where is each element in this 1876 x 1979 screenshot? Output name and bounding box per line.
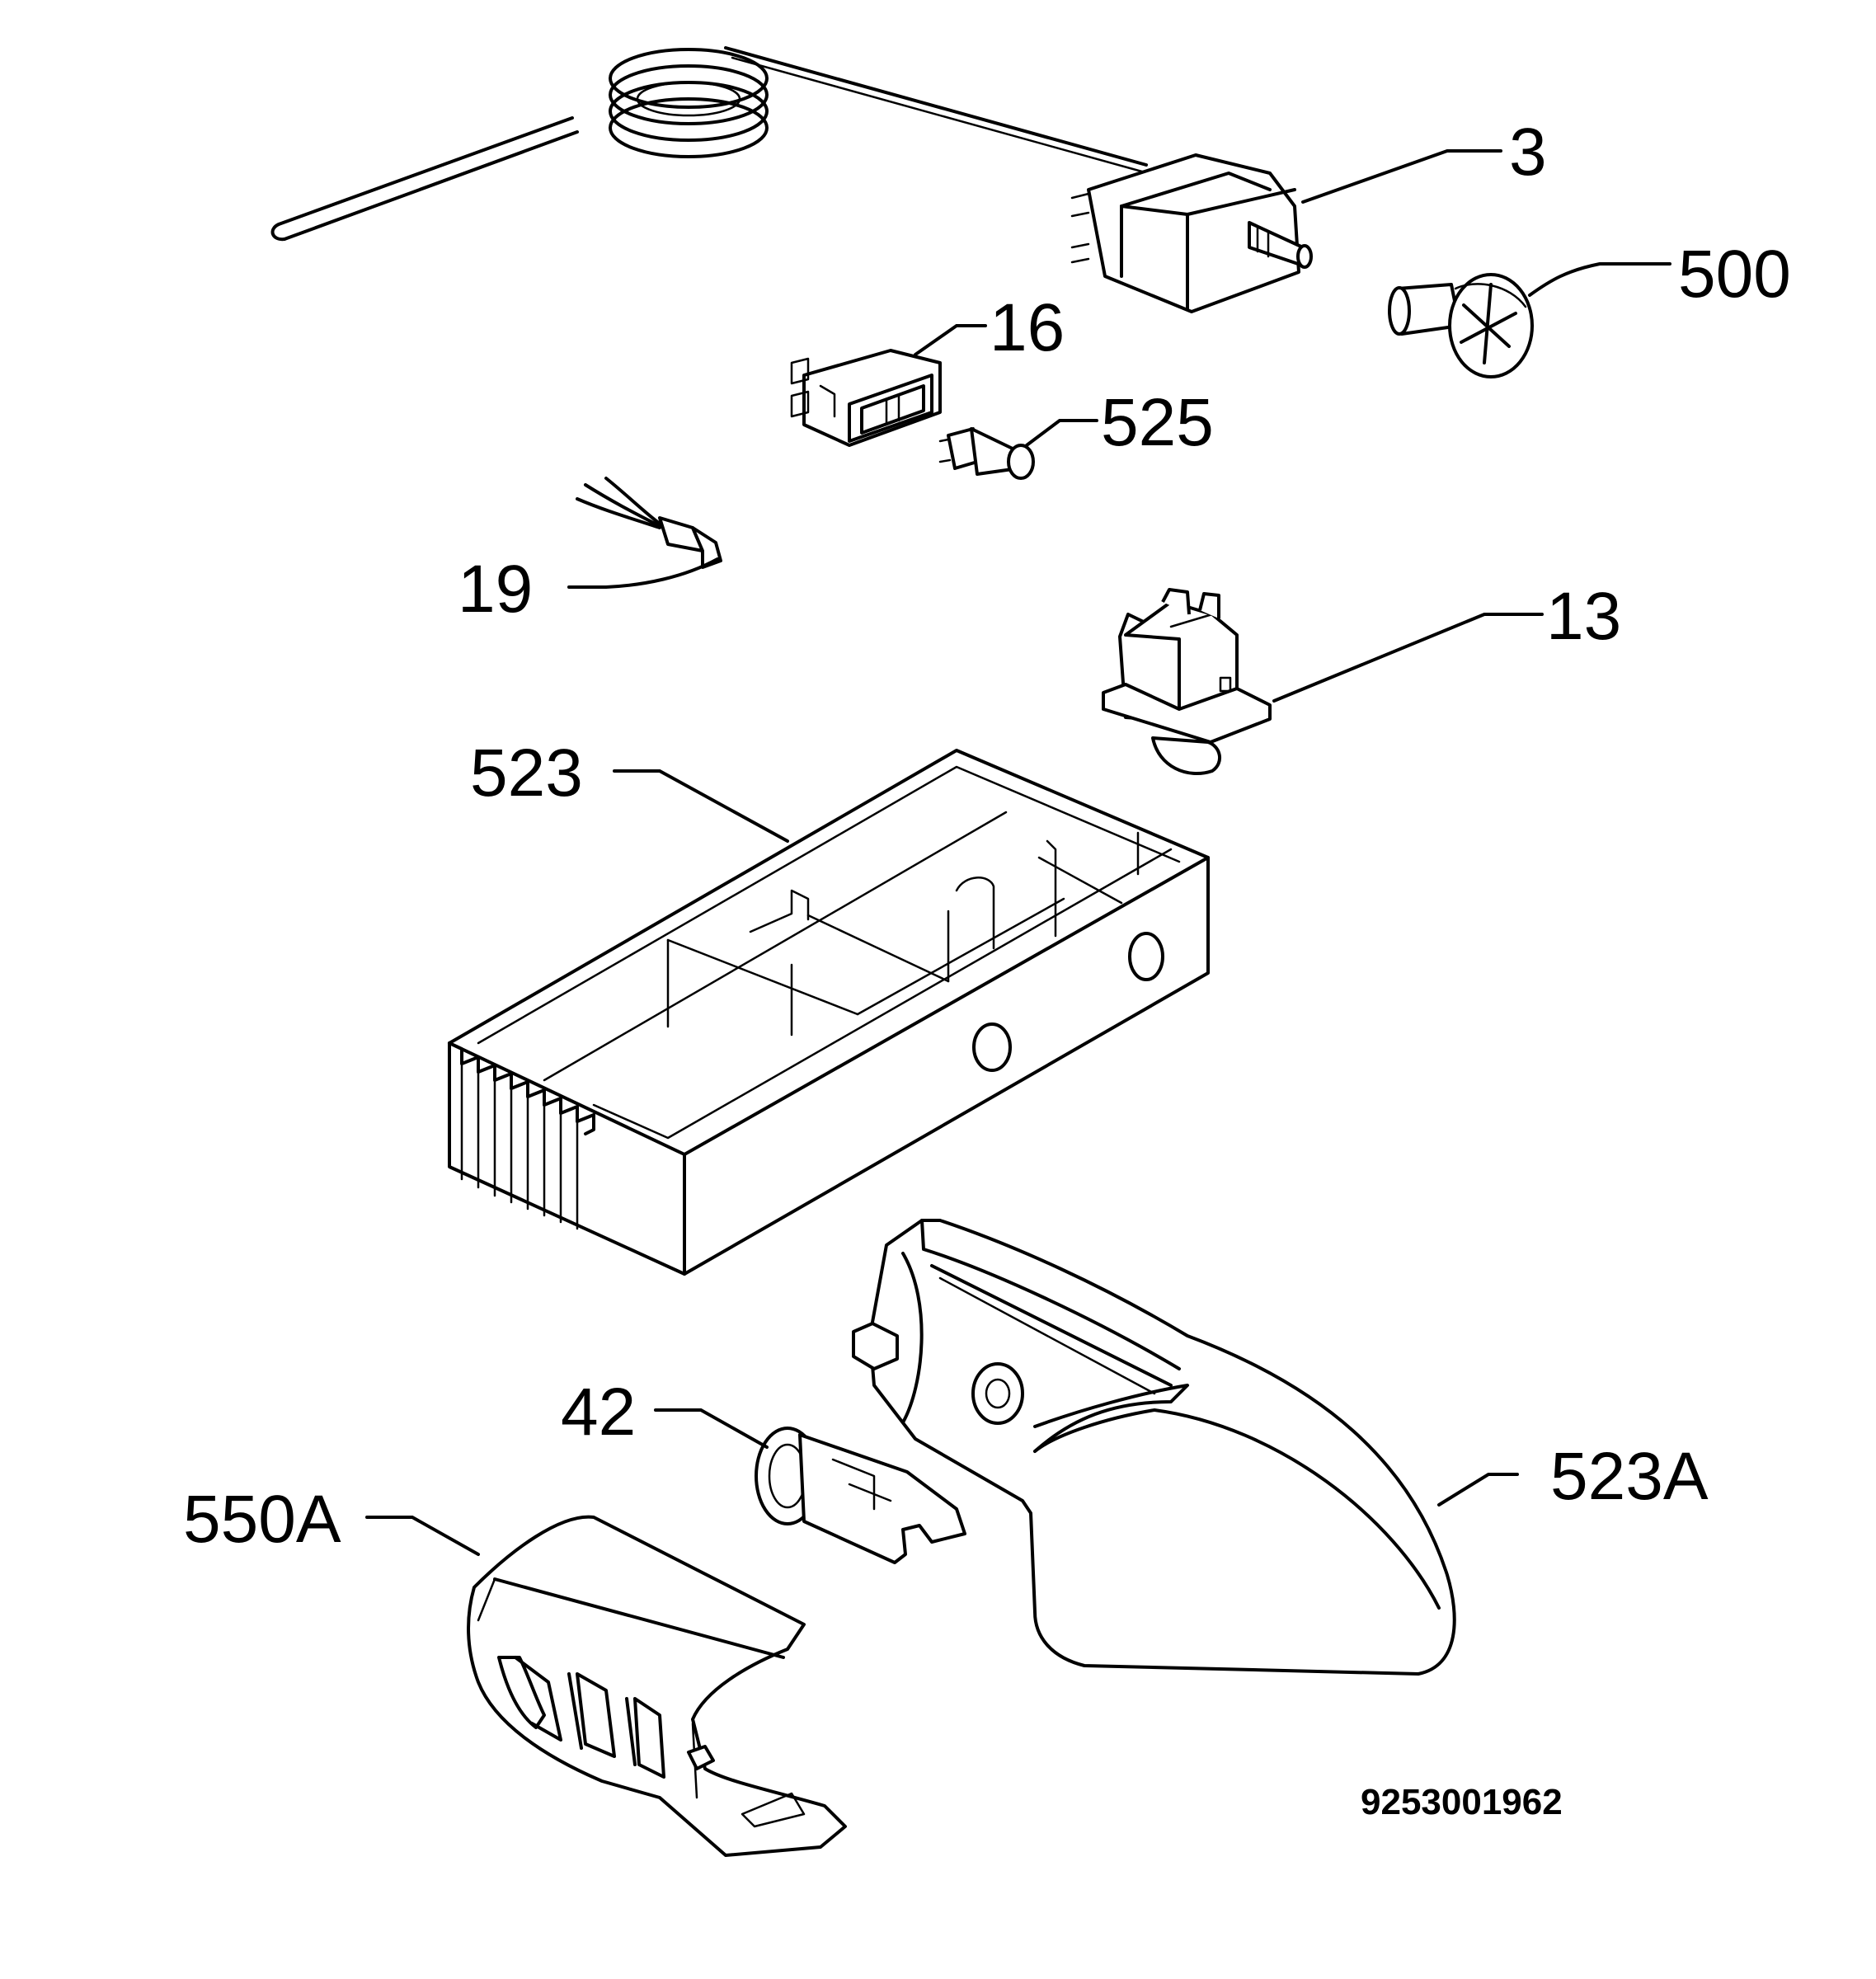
part-rocker-switch <box>790 349 942 447</box>
leader-500 <box>1528 262 1671 297</box>
callout-16: 16 <box>990 290 1065 365</box>
leader-525 <box>1025 419 1098 447</box>
part-knob <box>1388 273 1534 378</box>
part-lamp-housing <box>448 749 1210 1276</box>
leader-16 <box>914 324 987 356</box>
part-lamp-cover <box>852 1219 1456 1676</box>
leader-523 <box>613 769 789 843</box>
callout-3: 3 <box>1509 115 1547 190</box>
callout-500: 500 <box>1678 237 1791 312</box>
callout-19: 19 <box>458 552 533 627</box>
callout-550a: 550A <box>183 1482 341 1557</box>
part-lamp-holder <box>755 1427 966 1564</box>
callout-525: 525 <box>1101 385 1214 460</box>
part-bulb-small <box>938 427 1035 480</box>
part-lamp-wires <box>576 477 722 569</box>
callout-523: 523 <box>470 736 583 811</box>
leader-523a <box>1437 1473 1519 1507</box>
leader-lines <box>365 149 1671 1556</box>
callout-42: 42 <box>561 1375 636 1450</box>
leader-19 <box>567 557 719 589</box>
callout-13: 13 <box>1546 579 1621 654</box>
part-thermostat <box>270 46 1313 313</box>
part-door-switch <box>1102 588 1272 776</box>
part-diffuser-cover <box>467 1515 847 1857</box>
leader-3 <box>1301 149 1502 204</box>
leader-42 <box>654 1408 769 1449</box>
document-number: 9253001962 <box>1361 1782 1563 1822</box>
callout-523a: 523A <box>1550 1439 1709 1514</box>
leader-13 <box>1272 613 1544 703</box>
leader-550a <box>365 1516 480 1556</box>
